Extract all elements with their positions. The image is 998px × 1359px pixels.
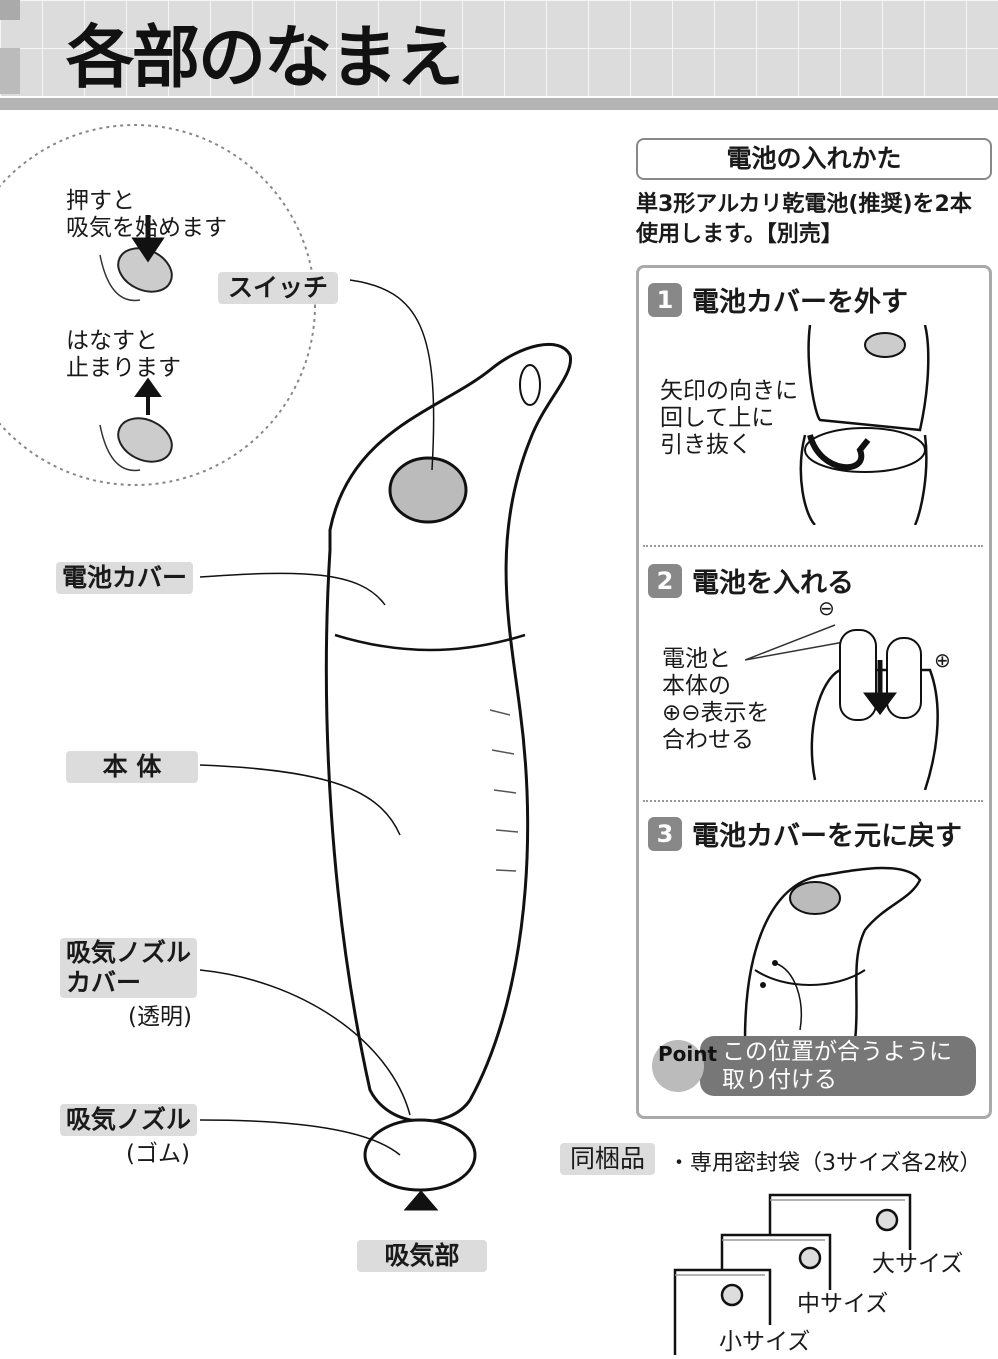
header-banner	[0, 0, 998, 96]
device-illustration	[0, 124, 573, 1211]
minus-symbol: ⊖	[818, 596, 835, 620]
point-callout	[700, 1036, 976, 1096]
step-2: 2 電池を入れる	[648, 561, 854, 600]
device-body	[324, 342, 573, 1123]
included-label: 同梱品	[560, 1143, 656, 1175]
size-small: 小サイズ	[719, 1329, 811, 1355]
step-divider	[643, 545, 983, 547]
switch-press-hint: 押すと 吸気を始めます	[66, 188, 227, 241]
bag-small	[673, 1268, 772, 1355]
plus-symbol: ⊕	[934, 648, 951, 672]
step-title: 電池を入れる	[692, 568, 854, 599]
step-1-illustration	[799, 325, 930, 525]
label-battery-cover: 電池カバー	[56, 562, 194, 594]
switch-button	[388, 456, 468, 524]
size-large: 大サイズ	[872, 1251, 964, 1277]
nozzle	[363, 1118, 477, 1192]
step-3-illustration	[743, 866, 922, 1040]
header-deco	[0, 48, 20, 94]
label-nozzle: 吸気ノズル	[60, 1104, 198, 1136]
zoom-circle	[0, 124, 316, 486]
label-switch: スイッチ	[218, 272, 339, 304]
arrow-down-icon	[863, 660, 897, 716]
bags-illustration	[673, 1193, 912, 1355]
step-2-note: 電池と 本体の ⊕⊖表示を 合わせる	[662, 646, 770, 753]
battery-description: 単3形アルカリ乾電池(推奨)を2本 使用します。【別売】	[636, 192, 972, 247]
cover-seam	[334, 633, 526, 652]
leader-lines	[199, 279, 435, 1156]
rotate-arrow-icon	[807, 434, 871, 471]
point-text: この位置が合うように 取り付ける	[722, 1039, 952, 1093]
step-number: 2	[648, 563, 682, 598]
arrow-up-icon	[403, 1190, 439, 1211]
arrow-down-icon	[131, 215, 165, 263]
label-intake: 吸気部	[357, 1240, 487, 1272]
header-deco	[0, 0, 20, 20]
step-divider	[643, 800, 983, 802]
step-2-illustration	[745, 624, 939, 790]
steps-box	[636, 265, 992, 1119]
header-divider	[0, 96, 998, 110]
size-medium: 中サイズ	[797, 1291, 889, 1317]
label-nozzle-cover: 吸気ノズル カバー	[60, 938, 198, 998]
step-title: 電池カバーを外す	[692, 287, 908, 318]
label-body: 本 体	[66, 751, 198, 783]
included-text: ・専用密封袋（3サイズ各2枚）	[668, 1151, 982, 1176]
step-3: 3 電池カバーを元に戻す	[648, 814, 962, 853]
switch-release-hint: はなすと 止まります	[66, 328, 181, 381]
step-title: 電池カバーを元に戻す	[692, 821, 962, 852]
step-number: 1	[648, 282, 682, 317]
step-1: 1 電池カバーを外す	[648, 280, 908, 319]
battery-heading: 電池の入れかた	[636, 138, 992, 180]
page-title: 各部のなまえ	[66, 19, 464, 98]
label-nozzle-note: (ゴム)	[126, 1141, 190, 1167]
arrow-up-icon	[134, 377, 162, 415]
step-number: 3	[648, 816, 682, 851]
point-badge: Point	[658, 1042, 718, 1066]
switch-release-icon	[117, 417, 173, 463]
point-badge-bg	[652, 1040, 704, 1092]
label-nozzle-cover-note: (透明)	[128, 1004, 192, 1030]
step-1-note: 矢印の向きに 回して上に 引き抜く	[660, 378, 798, 458]
